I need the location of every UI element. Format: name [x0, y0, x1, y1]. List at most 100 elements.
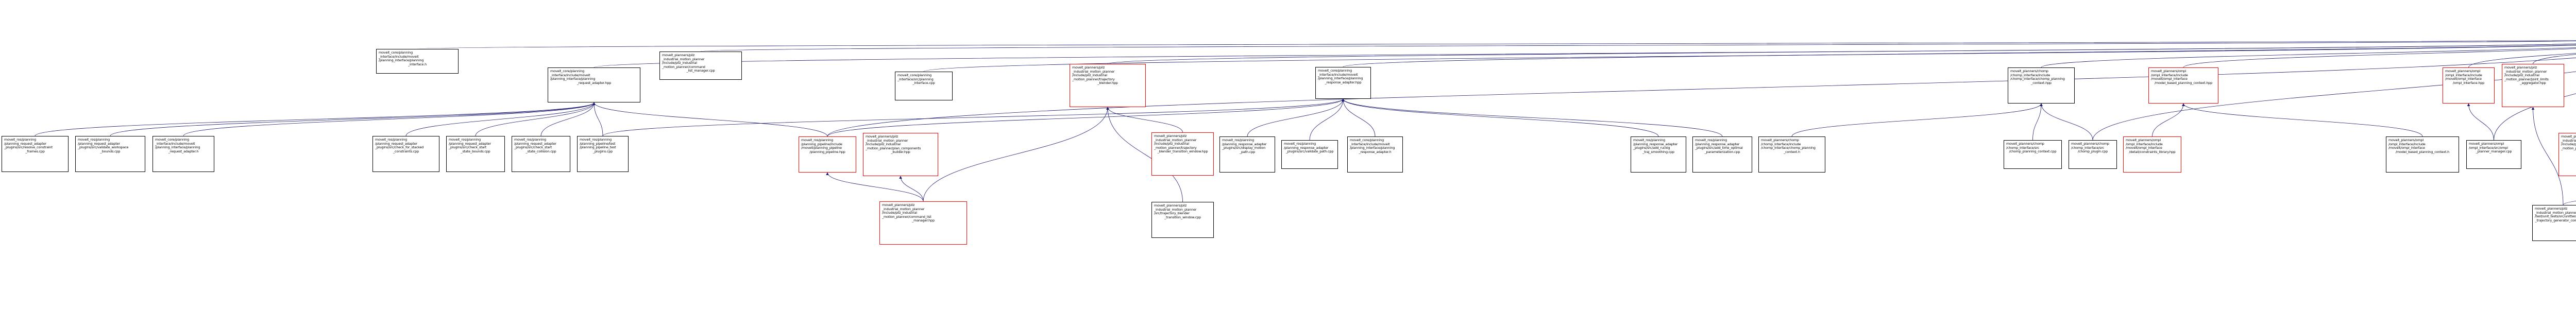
file-node-label-line: _plugins/src/check_start	[449, 145, 487, 150]
file-node-label-line: moveit_planners/chomp	[2006, 142, 2044, 146]
include-edge	[602, 98, 1345, 136]
file-node-label-line: _interface/include/moveit	[1318, 72, 1358, 77]
file-node-label-line: _industrial_motion_planner	[2561, 138, 2576, 143]
file-node-label-line: moveit_core/planning	[155, 138, 190, 142]
file-node[interactable]: moveit_planners/pilz_industrial_motion_p…	[1151, 132, 1214, 176]
file-node[interactable]: moveit_ros/planning/planning_request_ada…	[75, 136, 145, 172]
file-node-label-line: /ompl_interface/include	[2151, 73, 2188, 77]
file-node-label-line: moveit_planners/chomp	[2010, 69, 2048, 73]
file-node[interactable]: moveit_ros/planning/planning_request_ada…	[512, 136, 570, 172]
include-edge	[700, 41, 2576, 52]
file-node[interactable]: moveit_planners/pilz_industrial_motion_p…	[1151, 202, 1214, 238]
file-node-label-line: /planning_response_adapter	[1284, 145, 1329, 150]
file-node-label-line: moveit_planners/chomp	[2071, 142, 2109, 146]
file-node-label-line: _motion_planner/command_list	[882, 214, 931, 219]
file-node-label-line: /planning_request_adapter	[4, 141, 46, 146]
file-node[interactable]: moveit_ros/planning/planning_response_ad…	[1219, 136, 1275, 173]
include-edge	[826, 172, 924, 202]
include-edge	[1107, 43, 2576, 64]
include-edge	[2182, 103, 2423, 137]
file-node[interactable]: moveit_planners/ompl/ompl_interface/incl…	[2123, 136, 2181, 173]
file-node-label-line: moveit_planners/pilz	[2504, 65, 2537, 70]
include-edge	[417, 40, 2576, 49]
file-node-label-line: moveit_ros/planning	[580, 138, 612, 142]
file-node-label-line: moveit_core/planning	[897, 73, 932, 77]
file-node-label-line: moveit_ros/planning	[375, 138, 408, 142]
file-node[interactable]: moveit_planners/pilz_industrial_motion_p…	[659, 52, 742, 80]
file-node[interactable]: moveit_ros/planning/planning_response_ad…	[1631, 136, 1686, 173]
file-node[interactable]: moveit_core/planning_interface/include/m…	[376, 49, 459, 74]
file-node[interactable]: moveit_planners/chomp/chomp_interface/sr…	[2069, 140, 2117, 169]
file-node-label-line: _response_adapter.hpp	[1325, 80, 1362, 84]
file-node[interactable]: moveit_planners/ompl/ompl_interface/src/…	[2466, 140, 2521, 169]
file-node[interactable]: moveit_core/planning_interface/src/plann…	[895, 72, 953, 100]
file-node[interactable]: moveit_planners/pilz_industrial_motion_p…	[879, 201, 967, 245]
file-node-label-line: _motion_planner/joint_limits	[2504, 77, 2549, 81]
file-node-label-line: moveit_ros/planning	[801, 138, 834, 142]
file-node-label-line: _aggregator.hpp	[2520, 81, 2546, 85]
file-node[interactable]: moveit_planners/pilz_industrial_motion_p…	[863, 133, 938, 176]
file-node-label-line: moveit_ros/planning	[1695, 138, 1727, 142]
file-node-label-line: _plugins/src/validate_workspace	[78, 145, 129, 150]
file-node-label-line: _manager.hpp	[912, 218, 935, 223]
file-node-label-line: _industrial_motion_planner	[2504, 69, 2547, 74]
file-node-label-line: _blender.hpp	[1097, 81, 1118, 85]
file-node-label-line: moveit_planners/pilz	[882, 203, 915, 207]
file-node-label-line: _industrial_motion_planner	[1154, 138, 1197, 142]
file-node[interactable]: moveit_core/planning_interface/include/m…	[1347, 136, 1403, 173]
file-node[interactable]: moveit_ros/planning/planning_response_ad…	[1281, 140, 1338, 169]
include-edge	[110, 102, 596, 136]
include-edge	[2040, 103, 2093, 141]
file-node-label-line: _motion_planner/pilz_industrial	[2561, 146, 2576, 150]
include-edge	[2468, 53, 2576, 68]
file-node[interactable]: moveit_planners/pilz_industrial_motion_p…	[2558, 133, 2576, 176]
file-node-label-line: moveit_core/planning	[379, 50, 413, 55]
file-node[interactable]: moveit_ros/planning/planning_pipeline/in…	[799, 136, 856, 173]
file-node[interactable]: moveit_core/planning_interface/include/m…	[152, 136, 214, 172]
file-node[interactable]: moveit_ros/planning/planning_request_ada…	[446, 136, 505, 172]
file-node-label-line: moveit_core/planning	[1318, 68, 1352, 73]
file-node-label-line: /ompl_interface/include	[2388, 142, 2426, 146]
include-edge	[2467, 103, 2494, 141]
file-node[interactable]: moveit_planners/ompl/ompl_interface/incl…	[2443, 67, 2495, 104]
file-node-label-line: _list_manager.cpp	[686, 68, 715, 73]
file-node-label-line: /ompl_interface/include	[2126, 142, 2163, 146]
file-node-label-line: /src/trajectory_blender	[1154, 211, 1190, 216]
file-node[interactable]: moveit_planners/ompl/ompl_interface/incl…	[2148, 67, 2218, 104]
file-node[interactable]: moveit_core/planning_interface/include/m…	[548, 67, 640, 102]
file-node-label-line: _industrial_motion_planner	[1072, 69, 1115, 74]
file-node[interactable]: moveit_core/planning_interface/include/m…	[1315, 67, 1371, 99]
file-node-label-line: _motion_planner/trajectory	[1154, 145, 1197, 150]
file-node-label-line: moveit_planners/ompl	[2469, 142, 2504, 146]
file-node[interactable]: moveit_ros/planning/planning_request_ada…	[2, 136, 69, 172]
file-node-label-line: _plugins/src/add_time_optimal	[1695, 146, 1743, 150]
file-node[interactable]: moveit_planners/chomp/chomp_interface/in…	[1758, 136, 1825, 173]
include-edge	[2531, 107, 2564, 205]
file-node-label-line: /planning_interface/planning	[379, 58, 424, 63]
file-node[interactable]: moveit_planners/ompl/ompl_interface/incl…	[2386, 136, 2459, 173]
include-edge	[592, 102, 828, 137]
file-node[interactable]: moveit_planners/pilz_industrial_motion_p…	[1070, 64, 1146, 107]
include-edge	[899, 176, 924, 202]
file-node-label-line: /planning_response_adapter	[1695, 142, 1740, 146]
file-node[interactable]: moveit_planners/chomp/chomp_interface/sr…	[2004, 140, 2062, 169]
include-edge	[1342, 98, 1723, 137]
file-node[interactable]: moveit_planners/pilz_industrial_motion_p…	[2532, 205, 2576, 241]
include-edge	[540, 102, 596, 136]
file-node[interactable]: moveit_planners/pilz_industrial_motion_p…	[2502, 64, 2564, 107]
file-node-label-line: /planning_pipeline/test	[580, 141, 616, 146]
file-node-label-line: moveit_core/planning	[1350, 138, 1384, 142]
file-node[interactable]: moveit_ros/planning/planning_pipeline/te…	[577, 136, 629, 172]
file-node-label-line: /planning_response_adapter	[1633, 142, 1678, 146]
file-node-label-line: /moveit/ompl_interface	[2388, 146, 2425, 150]
file-node-label-line: moveit_ros/planning	[1284, 142, 1316, 146]
file-node-label-line: /include/pilz_industrial	[2504, 73, 2539, 78]
file-node[interactable]: moveit_planners/chomp/chomp_interface/in…	[2008, 67, 2075, 104]
include-edge	[35, 102, 596, 136]
file-node-label-line: /chomp_interface/src	[2006, 145, 2040, 150]
file-node[interactable]: moveit_ros/planning/planning_response_ad…	[1692, 136, 1752, 173]
file-node-label-line: /ompl_interface/include	[2445, 73, 2482, 77]
file-node-label-line: /planning_request_adapter	[514, 141, 556, 146]
file-node-label-line: /planning_request_adapter	[375, 141, 417, 146]
file-node[interactable]: moveit_ros/planning/planning_request_ada…	[372, 136, 439, 172]
